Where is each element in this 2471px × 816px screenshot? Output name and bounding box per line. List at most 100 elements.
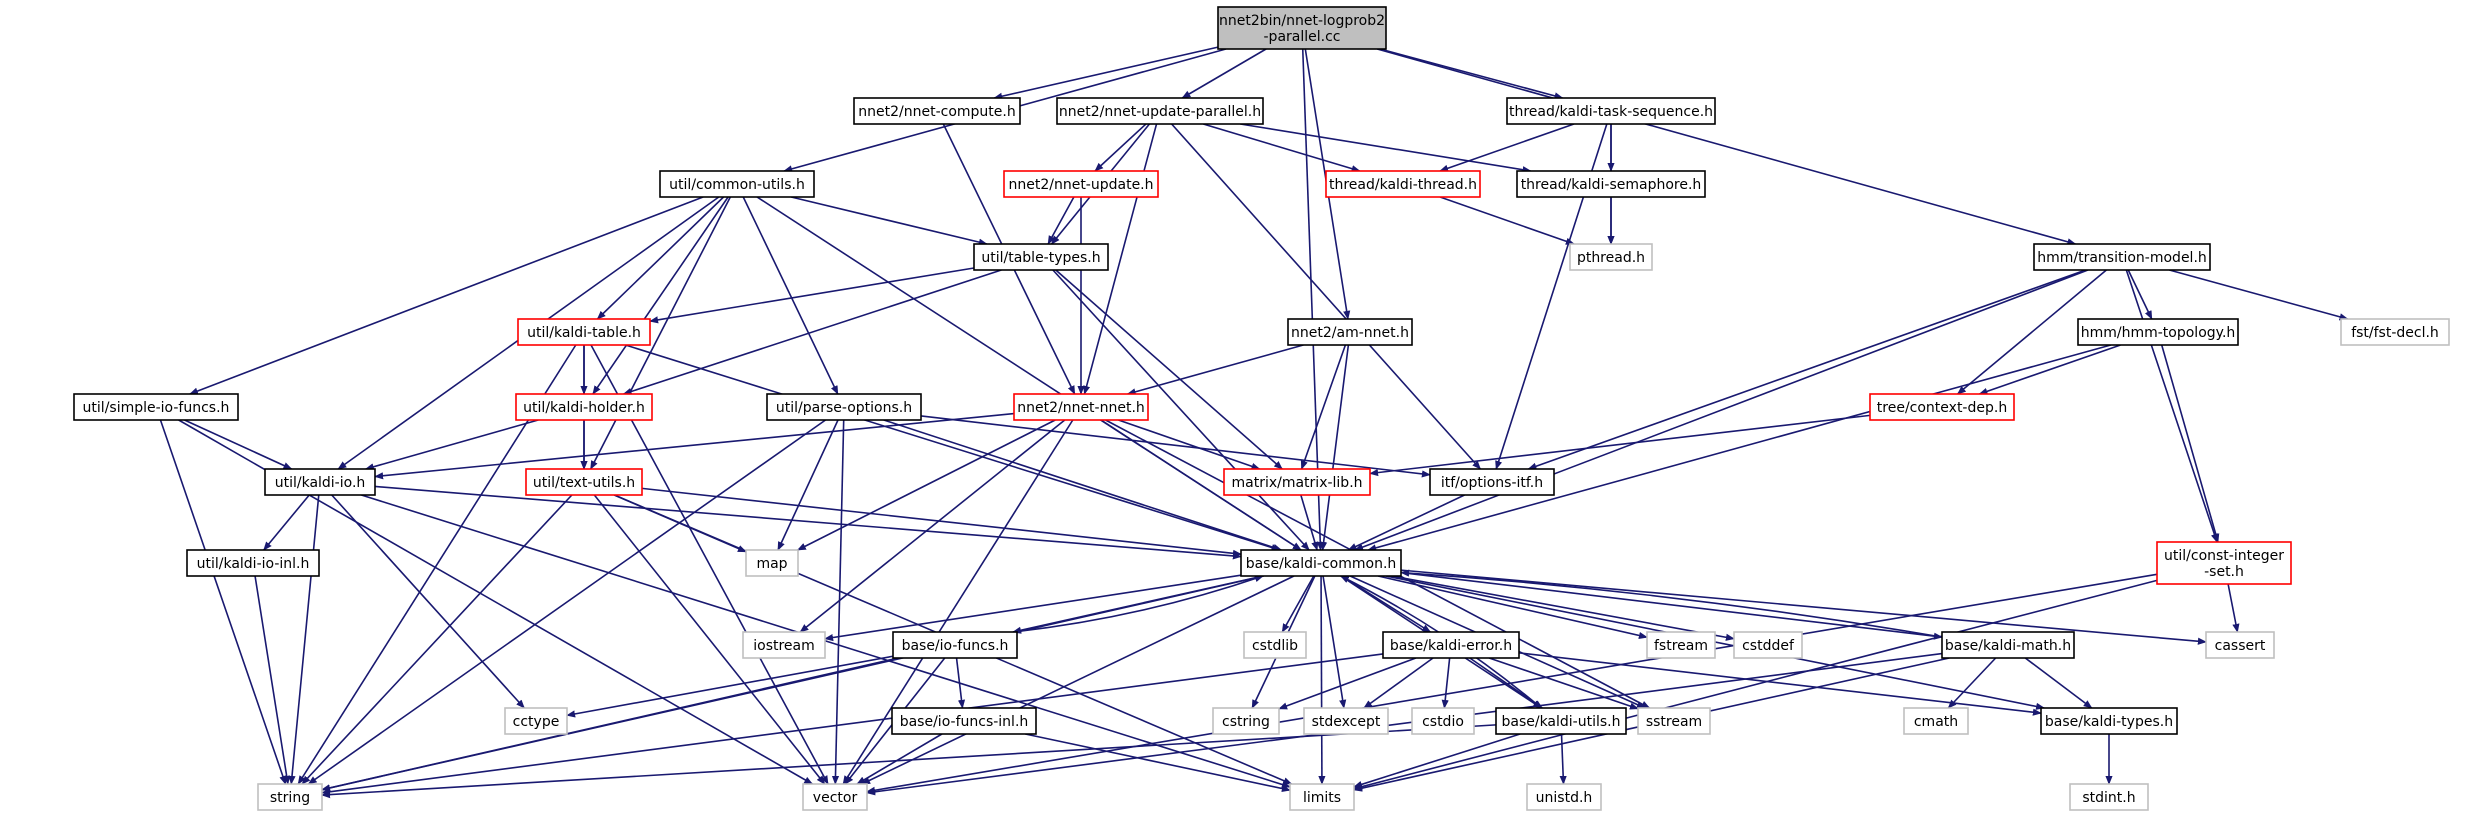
edge-common-utils-to-kaldi-holder <box>592 196 729 395</box>
edge-transition-model-to-options-itf <box>1527 269 2086 470</box>
node-nnet2-nnet-update-h[interactable]: nnet2/nnet-update.h <box>1003 170 1159 198</box>
node-thread-kaldi-semaphore-h[interactable]: thread/kaldi-semaphore.h <box>1516 170 1706 198</box>
node-stdexcept: stdexcept <box>1303 707 1389 735</box>
node-label: tree/context-dep.h <box>1877 400 2007 416</box>
node-label: -set.h <box>2204 564 2244 580</box>
edge-io-funcs-to-string <box>321 657 899 792</box>
node-label: matrix/matrix-lib.h <box>1231 475 1362 491</box>
edge-text-utils-to-vector <box>593 494 826 785</box>
node-string: string <box>257 783 323 811</box>
node-box <box>1243 631 1307 659</box>
node-thread-kaldi-task-sequence-h[interactable]: thread/kaldi-task-sequence.h <box>1506 97 1716 125</box>
node-hmm-transition-model-h[interactable]: hmm/transition-model.h <box>2033 243 2211 271</box>
node-util-kaldi-io-h[interactable]: util/kaldi-io.h <box>264 468 376 496</box>
edge-am-nnet-to-matrix-lib <box>1300 344 1347 470</box>
edge-hmm-topology-to-kaldi-common <box>1367 344 2112 552</box>
node-base-kaldi-math-h[interactable]: base/kaldi-math.h <box>1941 631 2075 659</box>
node-label: base/kaldi-error.h <box>1390 638 1512 654</box>
edge-nnet-nnet-to-map <box>796 419 1056 551</box>
node-label: unistd.h <box>1536 790 1593 806</box>
node-box <box>515 393 653 421</box>
node-label: pthread.h <box>1577 250 1645 266</box>
node-box <box>1869 393 2015 421</box>
node-nnet2bin-nnet-logprob2-parallel-cc[interactable]: nnet2bin/nnet-logprob2-parallel.cc <box>1217 6 1387 50</box>
edge-io-funcs-to-io-funcs-inl <box>955 657 966 709</box>
node-label: fstream <box>1654 638 1708 654</box>
node-base-kaldi-utils-h[interactable]: base/kaldi-utils.h <box>1495 707 1627 735</box>
node-box <box>1382 631 1520 659</box>
edge-parse-options-to-vector <box>831 419 845 785</box>
node-util-table-types-h[interactable]: util/table-types.h <box>973 243 1109 271</box>
edge-io-funcs-inl-to-vector <box>856 733 943 785</box>
node-label: -parallel.cc <box>1264 29 1341 45</box>
node-box <box>1013 393 1149 421</box>
node-util-common-utils-h[interactable]: util/common-utils.h <box>659 170 815 198</box>
edge-kaldi-holder-to-kaldi-io <box>364 419 539 471</box>
edge-kaldi-utils-to-unistd <box>1559 733 1567 785</box>
node-label: util/common-utils.h <box>669 177 805 193</box>
node-nnet2-nnet-update-parallel-h[interactable]: nnet2/nnet-update-parallel.h <box>1056 97 1264 125</box>
node-nnet2-nnet-compute-h[interactable]: nnet2/nnet-compute.h <box>853 97 1021 125</box>
edge-transition-model-to-context-dep <box>1956 269 2107 395</box>
edge-transition-model-to-const-integer-set <box>2125 269 2218 543</box>
node-label: base/kaldi-types.h <box>2045 714 2173 730</box>
node-label: util/simple-io-funcs.h <box>83 400 230 416</box>
edge-kaldi-common-to-iostream <box>824 574 1242 642</box>
node-limits: limits <box>1289 783 1355 811</box>
node-cstdlib: cstdlib <box>1243 631 1307 659</box>
edge-io-funcs-to-kaldi-common <box>1012 575 1264 633</box>
edge-nnet-update-parallel-to-nnet-nnet <box>1083 123 1158 395</box>
node-util-kaldi-holder-h[interactable]: util/kaldi-holder.h <box>515 393 653 421</box>
node-util-kaldi-io-inl-h[interactable]: util/kaldi-io-inl.h <box>186 549 320 577</box>
node-matrix-matrix-lib-h[interactable]: matrix/matrix-lib.h <box>1223 468 1371 496</box>
node-base-io-funcs-inl-h[interactable]: base/io-funcs-inl.h <box>891 707 1037 735</box>
node-base-kaldi-types-h[interactable]: base/kaldi-types.h <box>2040 707 2178 735</box>
node-label: base/kaldi-utils.h <box>1501 714 1620 730</box>
node-util-kaldi-table-h[interactable]: util/kaldi-table.h <box>517 318 651 346</box>
node-label: cmath <box>1914 714 1958 730</box>
edge-text-utils-to-kaldi-common <box>641 487 1242 557</box>
edge-kaldi-common-to-vector <box>861 575 1295 785</box>
node-util-parse-options-h[interactable]: util/parse-options.h <box>766 393 922 421</box>
node-label: nnet2/nnet-update.h <box>1008 177 1153 193</box>
node-thread-kaldi-thread-h[interactable]: thread/kaldi-thread.h <box>1325 170 1481 198</box>
node-label: base/kaldi-math.h <box>1945 638 2071 654</box>
node-tree-context-dep-h[interactable]: tree/context-dep.h <box>1869 393 2015 421</box>
node-base-kaldi-common-h[interactable]: base/kaldi-common.h <box>1240 549 1402 577</box>
node-itf-options-itf-h[interactable]: itf/options-itf.h <box>1429 468 1555 496</box>
node-base-io-funcs-h[interactable]: base/io-funcs.h <box>892 631 1018 659</box>
node-nnet2-nnet-nnet-h[interactable]: nnet2/nnet-nnet.h <box>1013 393 1149 421</box>
node-util-simple-io-funcs-h[interactable]: util/simple-io-funcs.h <box>73 393 239 421</box>
edge-transition-model-to-hmm-topology <box>2127 269 2153 320</box>
node-box <box>1287 318 1413 346</box>
node-box <box>742 631 826 659</box>
node-label: nnet2/nnet-compute.h <box>858 104 1015 120</box>
node-label: util/kaldi-io-inl.h <box>197 556 310 572</box>
node-base-kaldi-error-h[interactable]: base/kaldi-error.h <box>1382 631 1520 659</box>
edge-context-dep-to-matrix-lib <box>1369 414 1871 477</box>
node-label: util/text-utils.h <box>533 475 635 491</box>
node-util-const-integer-set-h[interactable]: util/const-integer-set.h <box>2156 541 2292 585</box>
node-label: vector <box>813 790 858 806</box>
node-nnet2-am-nnet-h[interactable]: nnet2/am-nnet.h <box>1287 318 1413 346</box>
edge-options-itf-to-kaldi-common <box>1347 494 1465 551</box>
edge-kaldi-utils-to-limits <box>1353 733 1521 788</box>
node-box <box>517 318 651 346</box>
edge-parse-options-to-kaldi-common <box>883 419 1283 551</box>
node-label: cstddef <box>1742 638 1795 654</box>
node-label: cctype <box>513 714 560 730</box>
node-util-text-utils-h[interactable]: util/text-utils.h <box>525 468 643 496</box>
edge-kaldi-io-to-string <box>288 494 320 785</box>
node-box <box>1941 631 2075 659</box>
edge-nnet-update-parallel-to-kaldi-thread <box>1203 123 1361 173</box>
node-label: thread/kaldi-thread.h <box>1329 177 1477 193</box>
edge-kaldi-common-to-cassert <box>1400 569 2207 645</box>
edge-table-types-to-kaldi-table <box>649 267 975 324</box>
node-cstring: cstring <box>1212 707 1280 735</box>
edge-nnet-update-parallel-to-nnet-update <box>1094 123 1147 172</box>
edge-task-sequence-to-options-itf <box>1495 123 1608 470</box>
node-box <box>1056 97 1264 125</box>
node-hmm-hmm-topology-h[interactable]: hmm/hmm-topology.h <box>2077 318 2239 346</box>
node-box <box>1240 549 1402 577</box>
edge-const-integer-set-to-limits <box>1353 579 2158 791</box>
